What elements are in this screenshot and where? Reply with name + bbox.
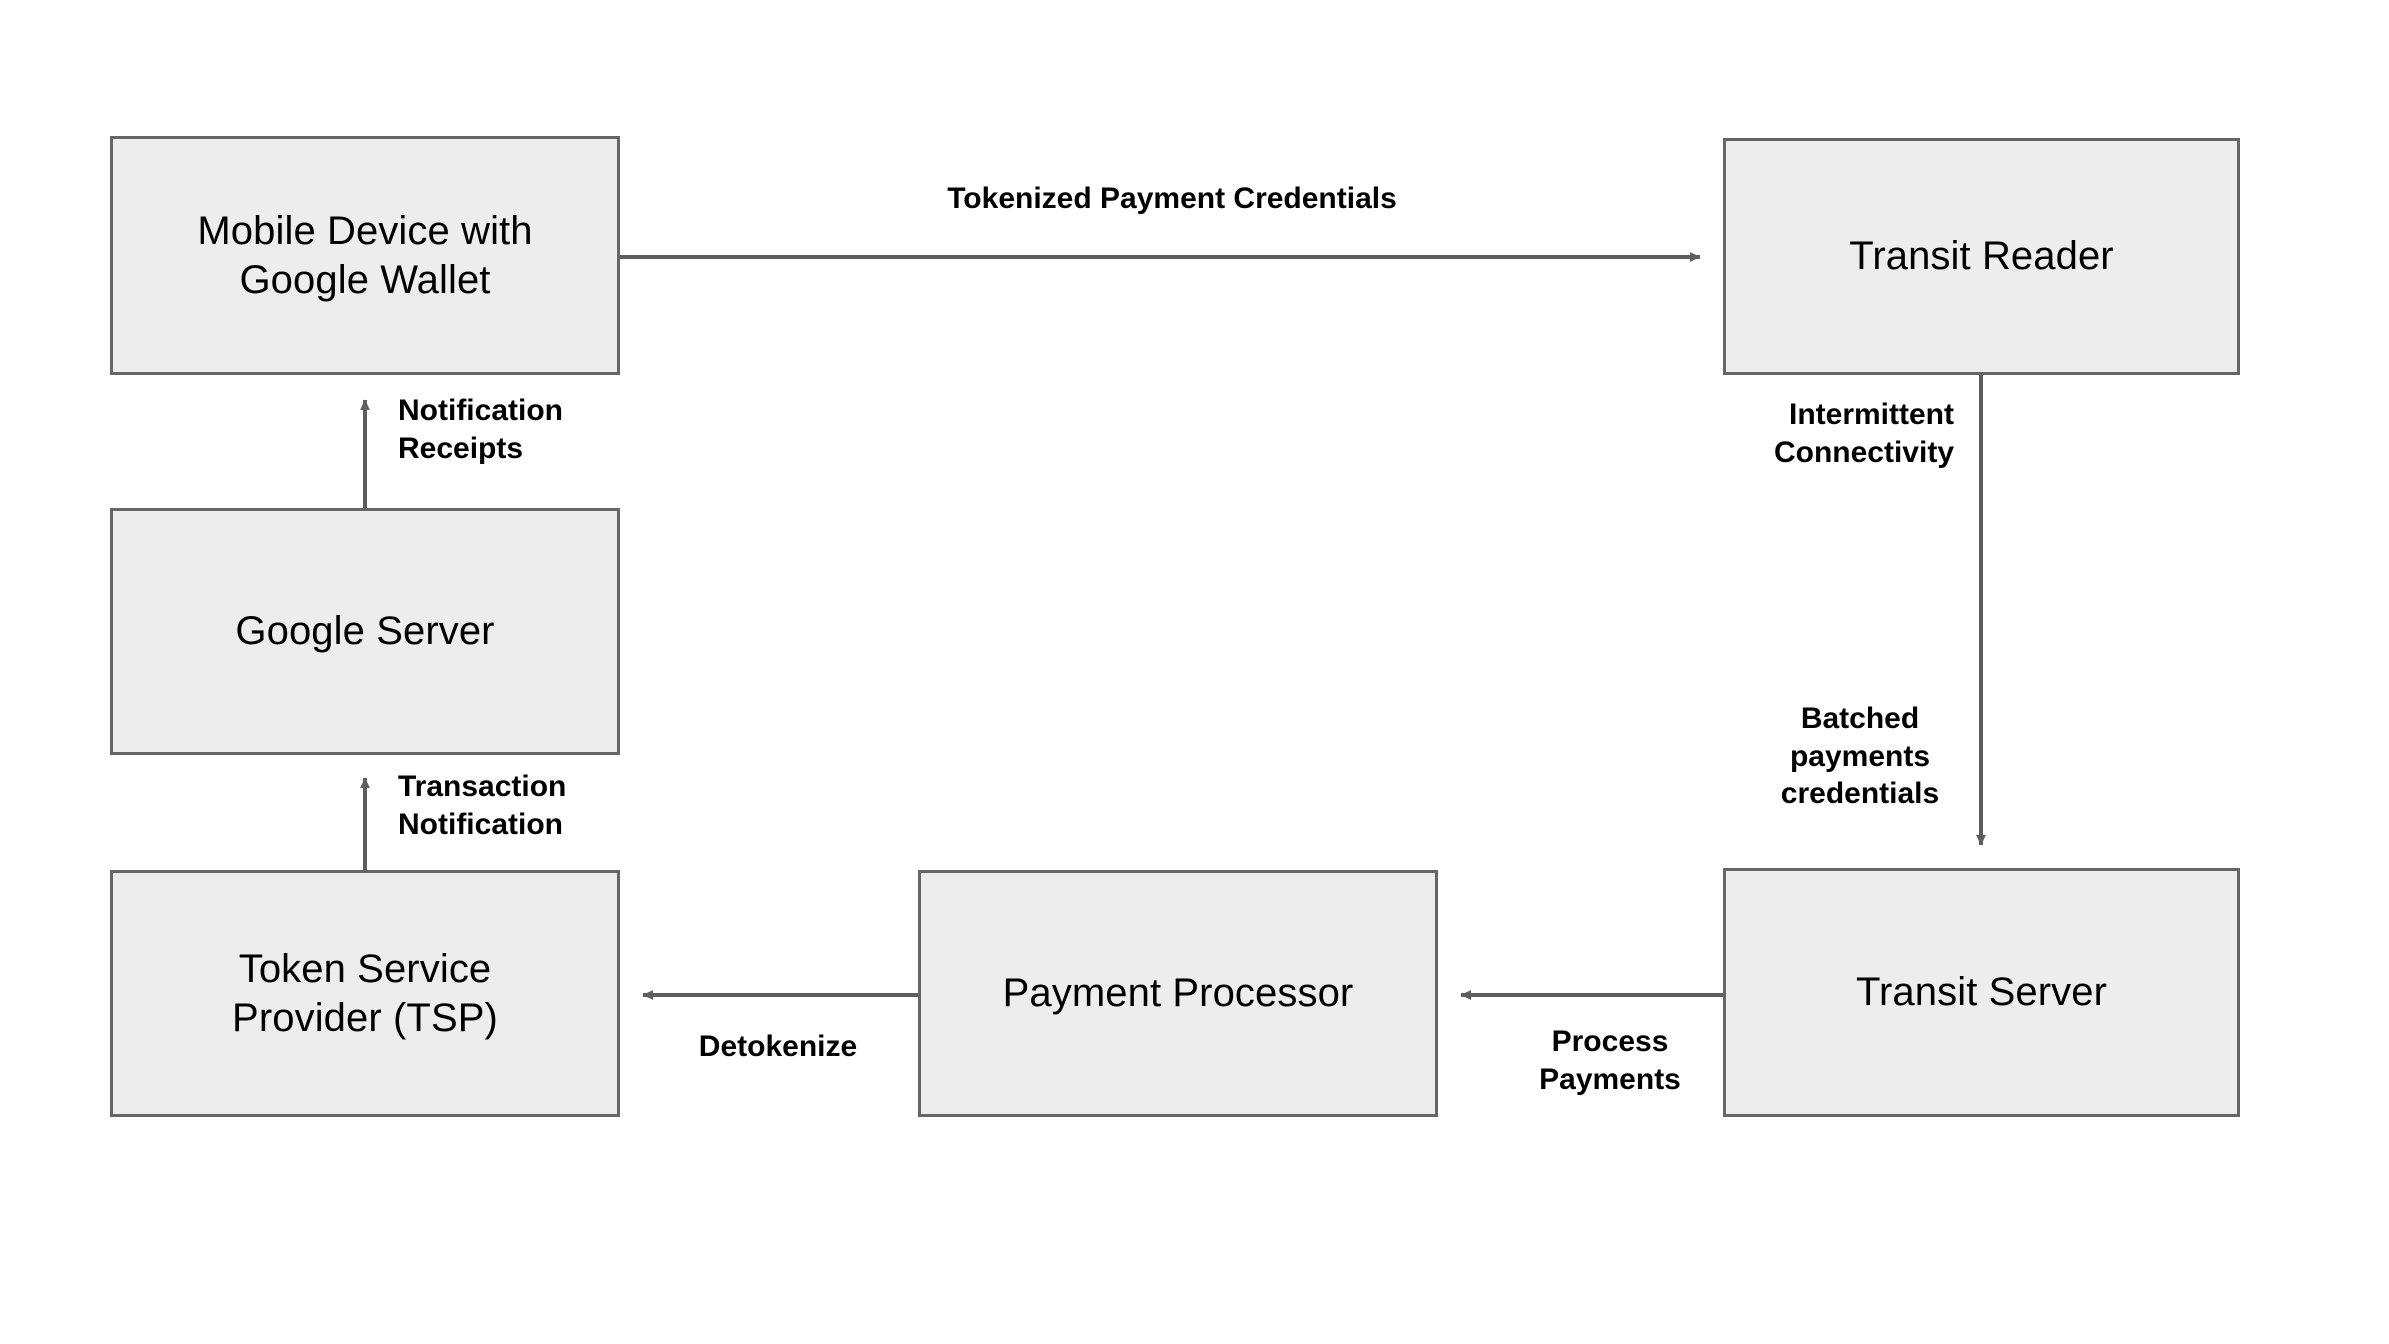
node-mobile-device[interactable]: Mobile Device with Google Wallet [110, 136, 620, 375]
node-google-server-label: Google Server [235, 609, 495, 654]
edge-label-transaction-notification: Transaction Notification [398, 770, 567, 841]
edge-label-batched-payments-credentials: Batched payments credentials [1780, 702, 1940, 810]
node-payment-processor-label: Payment Processor [1002, 971, 1354, 1016]
node-google-server[interactable]: Google Server [110, 508, 620, 755]
edge-label-detokenize: Detokenize [698, 1030, 858, 1063]
node-token-service-provider[interactable]: Token Service Provider (TSP) [110, 870, 620, 1117]
node-payment-processor[interactable]: Payment Processor [918, 870, 1438, 1117]
node-transit-reader[interactable]: Transit Reader [1723, 138, 2240, 375]
edge-label-tokenized-payment-credentials: Tokenized Payment Credentials [947, 182, 1397, 215]
edge-label-process-payments: Process Payments [1539, 1025, 1681, 1096]
edge-label-notification-receipts: Notification Receipts [398, 394, 563, 465]
node-transit-reader-label: Transit Reader [1849, 234, 2114, 279]
node-transit-server-label: Transit Server [1855, 970, 2108, 1015]
node-mobile-device-label: Mobile Device with Google Wallet [197, 208, 533, 302]
node-transit-server[interactable]: Transit Server [1723, 868, 2240, 1117]
node-token-service-provider-label: Token Service Provider (TSP) [232, 946, 498, 1040]
edge-label-intermittent-connectivity: Intermittent Connectivity [1773, 398, 1954, 469]
